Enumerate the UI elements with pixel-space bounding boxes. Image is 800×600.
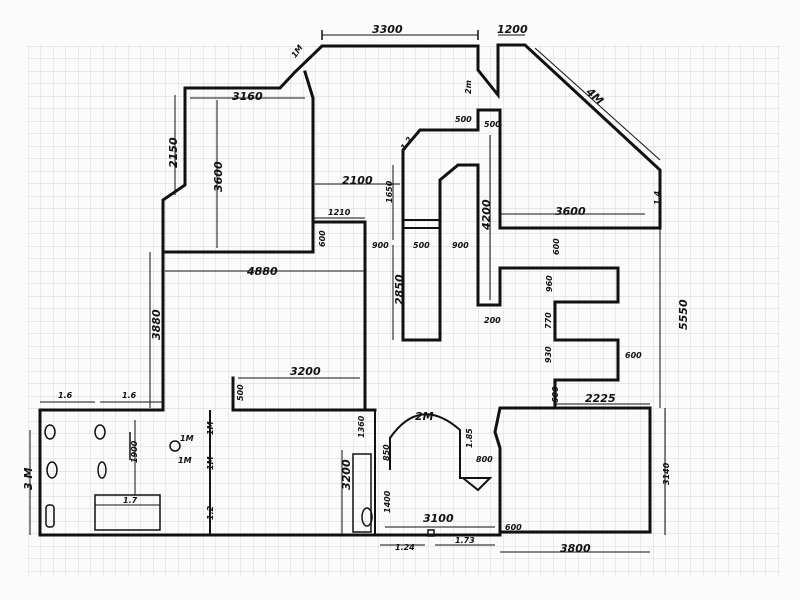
label-3200-bottom: 3200 xyxy=(340,459,353,490)
label-500-c: 500 xyxy=(413,241,430,250)
label-3800: 3800 xyxy=(560,542,591,555)
label-4880: 4880 xyxy=(246,265,278,278)
label-1-2-bl: 1.2 xyxy=(206,505,215,520)
label-1360: 1360 xyxy=(357,415,366,438)
label-600-right-b: 600 xyxy=(625,351,642,360)
label-600-right-c: 600 xyxy=(551,386,560,403)
label-3200-mid: 3200 xyxy=(290,365,321,378)
label-1400: 1400 xyxy=(383,490,392,513)
label-3600-right: 3600 xyxy=(555,205,586,218)
label-770: 770 xyxy=(544,312,553,329)
label-2m: 2m xyxy=(464,80,473,94)
label-top-1200: 1200 xyxy=(497,23,528,36)
label-1-73: 1.73 xyxy=(455,536,475,545)
label-2850: 2850 xyxy=(393,274,406,305)
label-3m: 3 M xyxy=(22,468,35,490)
label-1210: 1210 xyxy=(328,208,351,217)
label-900-b: 900 xyxy=(452,241,469,250)
label-1-24: 1.24 xyxy=(395,543,415,552)
label-1-85: 1.85 xyxy=(465,428,474,448)
label-1m-a: 1M xyxy=(180,434,194,443)
label-900-a: 900 xyxy=(372,241,389,250)
label-1m-b: 1M xyxy=(178,456,192,465)
label-3160: 3160 xyxy=(232,90,263,103)
label-1650: 1650 xyxy=(385,180,394,203)
label-3880: 3880 xyxy=(150,309,163,340)
label-3140: 3140 xyxy=(662,462,671,485)
label-1m-c: 1M xyxy=(206,421,215,435)
label-3100: 3100 xyxy=(423,512,454,525)
label-960: 960 xyxy=(545,275,554,292)
label-2225: 2225 xyxy=(585,392,616,405)
label-600-bottom: 600 xyxy=(505,523,522,532)
label-4200: 4200 xyxy=(480,199,493,231)
label-1m-d: 1M xyxy=(206,456,215,470)
dimension-labels: 3300 1200 1M 4M 3160 2150 3600 2100 1210… xyxy=(22,23,690,555)
label-1-4: 1.4 xyxy=(653,190,662,205)
fixtures xyxy=(44,424,435,537)
label-200: 200 xyxy=(484,316,501,325)
label-2100: 2100 xyxy=(342,174,373,187)
dimension-lines xyxy=(29,30,666,553)
label-600-right: 600 xyxy=(552,238,561,255)
label-1-6-b: 1.6 xyxy=(122,391,137,400)
label-930: 930 xyxy=(544,346,553,363)
label-500-a: 500 xyxy=(455,115,472,124)
label-5550: 5550 xyxy=(677,299,690,330)
label-500-b: 500 xyxy=(484,120,501,129)
walls xyxy=(38,43,662,537)
label-1900: 1900 xyxy=(130,440,139,463)
label-3600-left: 3600 xyxy=(212,161,225,192)
label-2150: 2150 xyxy=(167,137,180,168)
label-600-mid: 600 xyxy=(318,230,327,247)
label-850: 850 xyxy=(382,444,391,461)
label-500-mid: 500 xyxy=(236,384,245,401)
label-1-7: 1.7 xyxy=(123,496,138,505)
label-1-6-a: 1.6 xyxy=(58,391,73,400)
label-top-3300: 3300 xyxy=(372,23,403,36)
label-800: 800 xyxy=(476,455,493,464)
label-2m-bottom: 2M xyxy=(415,410,434,423)
